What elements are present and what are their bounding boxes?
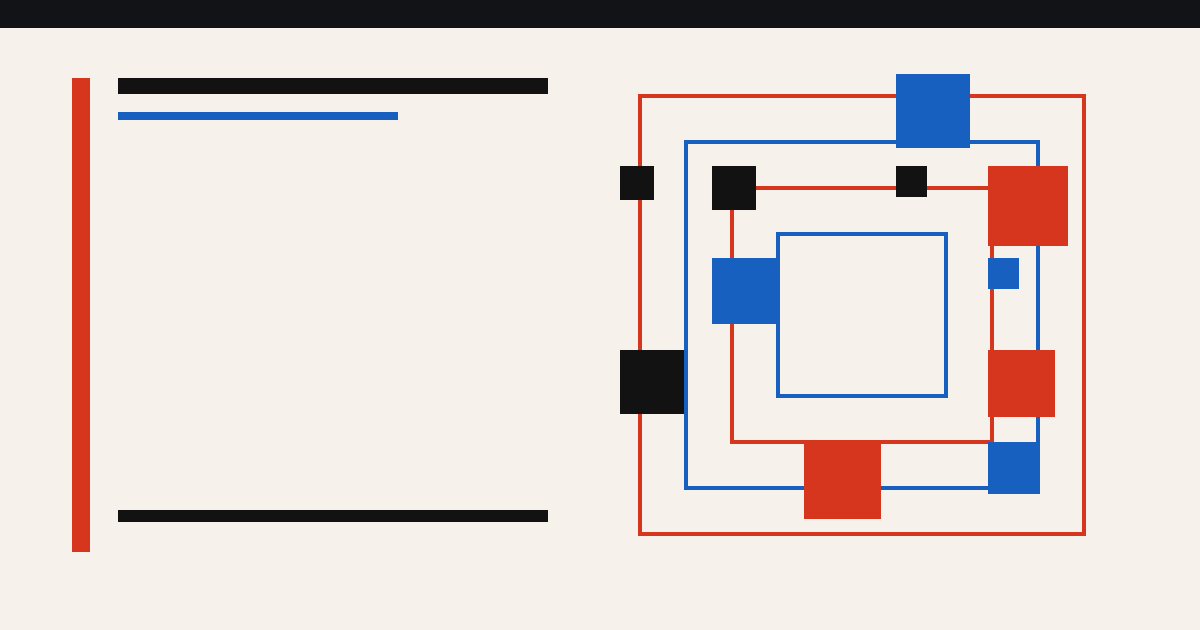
inner-frame	[776, 232, 948, 398]
top-bar	[0, 0, 1200, 28]
footer-placeholder-bar	[118, 510, 548, 522]
red-block-bottom	[804, 442, 881, 519]
black-block-small-top-right	[896, 166, 927, 197]
blue-block-left-middle	[712, 258, 780, 324]
title-placeholder-bar	[118, 78, 548, 94]
blue-block-lower-right	[988, 442, 1040, 494]
blue-block-top	[896, 74, 970, 148]
red-block-upper-right	[988, 166, 1068, 246]
left-accent-bar	[72, 78, 90, 552]
outer-frame	[638, 94, 1086, 536]
black-block-small-left	[620, 166, 654, 200]
blue-block-small-right	[988, 258, 1019, 289]
subtitle-placeholder-bar	[118, 112, 398, 120]
black-block-upper-left	[712, 166, 756, 210]
red-block-right-middle	[988, 350, 1055, 417]
black-block-lower-left	[620, 350, 684, 414]
